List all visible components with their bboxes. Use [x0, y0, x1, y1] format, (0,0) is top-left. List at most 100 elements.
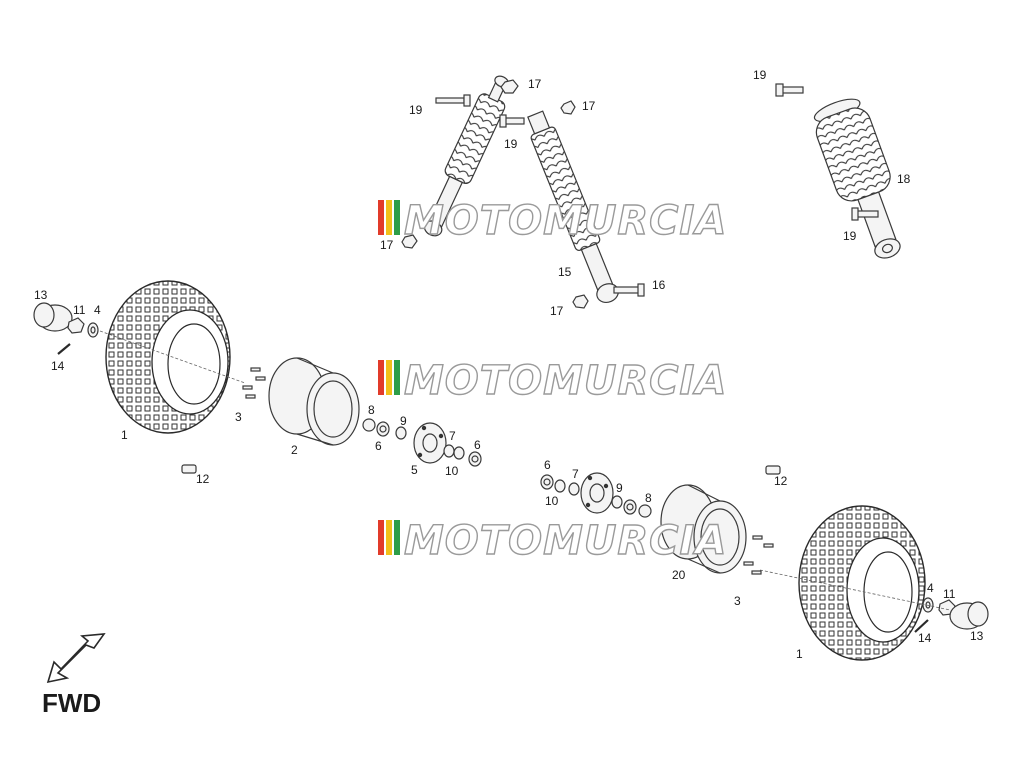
callout-label: 6: [375, 439, 382, 453]
nut-11-left: [67, 317, 85, 334]
bearing-9-right: [611, 495, 623, 509]
callout-label: 1: [796, 647, 803, 661]
callout-label: 16: [652, 278, 666, 292]
pin-14-right: [914, 619, 929, 633]
callout-label: 13: [34, 288, 48, 302]
wheel-studs-3-left: [242, 367, 266, 399]
callout-label: 2: [291, 443, 298, 457]
callout-label: 10: [545, 494, 559, 508]
callout-label: 18: [897, 172, 911, 186]
callout-label: 7: [572, 467, 579, 481]
callout-label: 5: [411, 463, 418, 477]
seal-6-right-a: [540, 474, 554, 490]
wm-stripe-green: [394, 360, 400, 395]
wm-stripe-red: [378, 520, 384, 555]
wm-stripe-red: [378, 200, 384, 235]
valve-12-left: [181, 464, 197, 474]
callout-label: 9: [616, 481, 623, 495]
callout-label: 3: [235, 410, 242, 424]
callout-label: 6: [544, 458, 551, 472]
nut-17-a: [500, 79, 519, 94]
callout-label: 19: [753, 68, 767, 82]
seal-6-left-a: [376, 421, 390, 437]
callout-labels: 17 19 17 17 19 19 18 19 17 15 16 17 13 1…: [34, 68, 984, 661]
callout-label: 12: [774, 474, 788, 488]
callout-label: 17: [528, 77, 542, 91]
fwd-label: FWD: [42, 688, 102, 718]
pin-14-left: [57, 343, 71, 355]
callout-label: 14: [51, 359, 65, 373]
bearing-8-left: [362, 418, 376, 432]
wm-stripe-red: [378, 360, 384, 395]
bolt-19-d: [851, 207, 879, 221]
callout-label: 4: [94, 303, 101, 317]
callout-label: 19: [504, 137, 518, 151]
seal-6-left-b: [468, 451, 482, 467]
rim-left: [268, 357, 360, 446]
callout-label: 17: [550, 304, 564, 318]
bolt-16: [613, 283, 645, 297]
wm-stripe-yellow: [386, 200, 392, 235]
callout-label: 7: [449, 429, 456, 443]
seal-6-right-b: [623, 499, 637, 515]
bearing-8-right: [638, 504, 652, 518]
watermark-1: MOTOMURCIA: [378, 197, 727, 245]
hub-5-left: [413, 422, 447, 464]
callout-label: 15: [558, 265, 572, 279]
callout-label: 4: [927, 581, 934, 595]
callout-label: 19: [409, 103, 423, 117]
callout-label: 13: [970, 629, 984, 643]
callout-label: 1: [121, 428, 128, 442]
callout-label: 11: [73, 303, 86, 317]
callout-label: 17: [582, 99, 596, 113]
watermark-3: MOTOMURCIA: [378, 517, 727, 565]
callout-label: 20: [672, 568, 686, 582]
shock-absorber-left: [423, 75, 509, 237]
nut-17-c: [401, 234, 418, 249]
callout-label: 11: [943, 587, 956, 601]
valve-12-right: [765, 465, 781, 475]
shock-absorber-right: [813, 98, 901, 259]
nut-17-b: [560, 100, 576, 115]
callout-label: 6: [474, 438, 481, 452]
tire-left: [105, 280, 231, 434]
axis-leader-right: [759, 569, 951, 611]
callout-label: 8: [645, 491, 652, 505]
callout-label: 9: [400, 414, 407, 428]
rim-right: [660, 484, 747, 574]
axis-leader-left: [99, 330, 246, 384]
callout-label: 12: [196, 472, 210, 486]
callout-label: 3: [734, 594, 741, 608]
hub-cap-13-right: [949, 601, 989, 630]
tire-right: [798, 505, 926, 661]
nut-17-d: [572, 294, 589, 309]
bearing-10-right: [554, 479, 566, 493]
wm-stripe-yellow: [386, 520, 392, 555]
fwd-arrow-icon: [46, 633, 106, 684]
wm-stripe-yellow: [386, 360, 392, 395]
watermark-text: MOTOMURCIA: [404, 198, 727, 244]
wheel-studs-3-right: [743, 535, 774, 575]
callout-label: 19: [843, 229, 857, 243]
watermark-2: MOTOMURCIA: [378, 357, 727, 405]
hub-5-right: [580, 472, 614, 514]
callout-label: 17: [380, 238, 394, 252]
bolt-19-b: [499, 114, 525, 128]
shock-absorber-middle: [527, 110, 619, 303]
washer-4-left: [87, 322, 99, 338]
callout-label: 14: [918, 631, 932, 645]
wm-stripe-green: [394, 520, 400, 555]
watermark-text: MOTOMURCIA: [404, 518, 727, 564]
bearing-9-left: [395, 426, 407, 440]
callout-label: 8: [368, 403, 375, 417]
spacer-7-right: [568, 482, 580, 496]
bolt-19-a: [435, 94, 471, 107]
wm-stripe-green: [394, 200, 400, 235]
spacer-7-left: [453, 446, 465, 460]
watermark-text: MOTOMURCIA: [404, 358, 727, 404]
bolt-19-c: [775, 83, 804, 97]
callout-label: 10: [445, 464, 459, 478]
bearing-10-left: [443, 444, 455, 458]
hub-cap-13-left: [33, 302, 73, 332]
